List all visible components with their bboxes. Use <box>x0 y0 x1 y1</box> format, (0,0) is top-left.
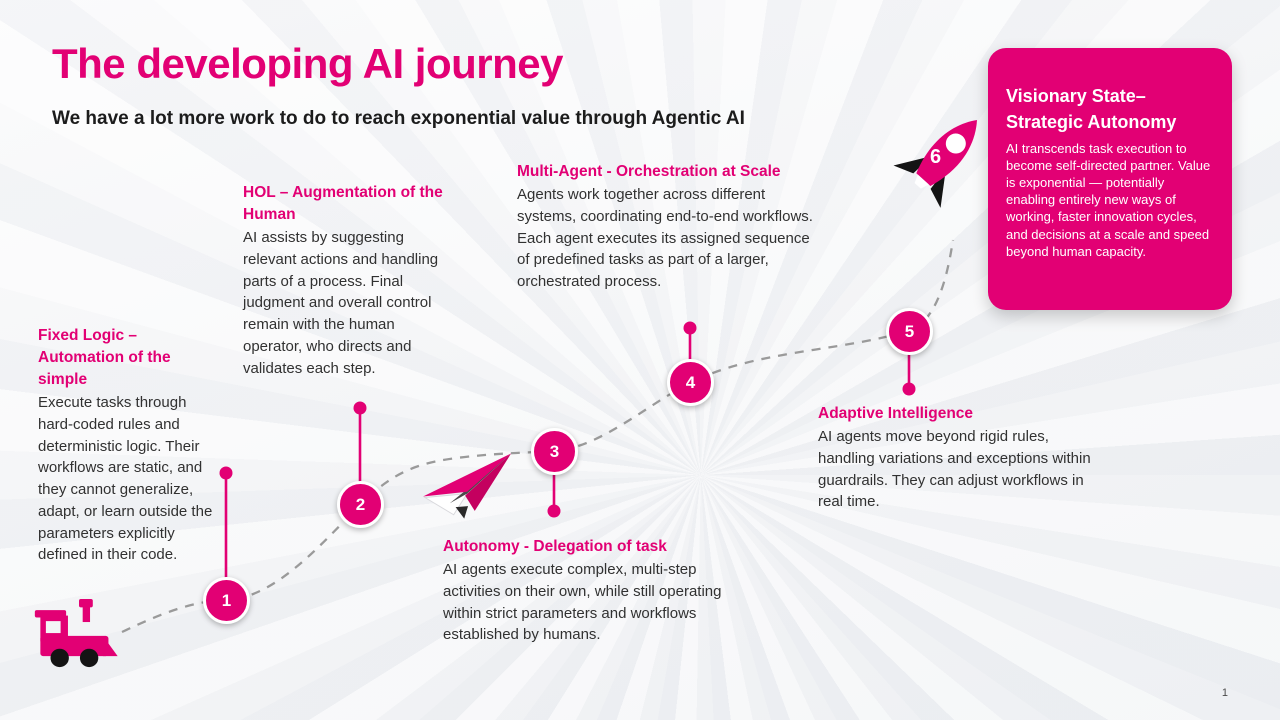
page-number: 1 <box>1221 687 1228 699</box>
milestone-5: Adaptive Intelligence AI agents move bey… <box>818 403 1094 513</box>
milestone-5-marker: 5 <box>886 308 933 355</box>
milestone-1-body: Execute tasks through hard-coded rules a… <box>38 394 213 564</box>
milestone-1-title: Fixed Logic – Automation of the simple <box>38 327 171 388</box>
milestone-4-body: Agents work together across different sy… <box>517 186 813 290</box>
milestone-6-card: Visionary State– Strategic Autonomy AI t… <box>988 48 1232 310</box>
milestone-5-title: Adaptive Intelligence <box>818 405 974 422</box>
milestone-3-marker: 3 <box>531 428 578 475</box>
milestone-3-number: 3 <box>549 441 560 461</box>
rocket-icon: 6 <box>883 102 999 218</box>
milestone-3-body: AI agents execute complex, multi-step ac… <box>443 561 722 644</box>
milestone-6-title: Visionary State– Strategic Autonomy <box>1006 86 1177 132</box>
page-subtitle: We have a lot more work to do to reach e… <box>52 108 745 129</box>
milestone-1-number: 1 <box>221 590 232 610</box>
milestone-4: Multi-Agent - Orchestration at Scale Age… <box>517 161 819 293</box>
milestone-5-number: 5 <box>904 321 915 341</box>
milestone-4-marker: 4 <box>667 359 714 406</box>
page-title: The developing AI journey <box>52 40 564 87</box>
milestone-6-number: 6 <box>930 146 942 168</box>
milestone-6-body: AI transcends task execution to become s… <box>1006 140 1211 259</box>
milestone-1-marker: 1 <box>203 577 250 624</box>
milestone-2: HOL – Augmentation of the Human AI assis… <box>243 182 443 379</box>
milestone-2-title: HOL – Augmentation of the Human <box>243 184 443 223</box>
milestone-3: Autonomy - Delegation of task AI agents … <box>443 536 739 646</box>
milestone-2-body: AI assists by suggesting relevant action… <box>243 229 439 377</box>
paper-plane-icon <box>423 451 515 526</box>
milestone-4-number: 4 <box>685 372 696 392</box>
train-icon <box>33 597 125 676</box>
milestone-5-body: AI agents move beyond rigid rules, handl… <box>818 428 1091 511</box>
milestone-1: Fixed Logic – Automation of the simple E… <box>38 325 214 566</box>
milestone-3-title: Autonomy - Delegation of task <box>443 538 667 555</box>
milestone-2-number: 2 <box>355 494 366 514</box>
milestone-2-marker: 2 <box>337 481 384 528</box>
milestone-4-title: Multi-Agent - Orchestration at Scale <box>517 163 781 180</box>
